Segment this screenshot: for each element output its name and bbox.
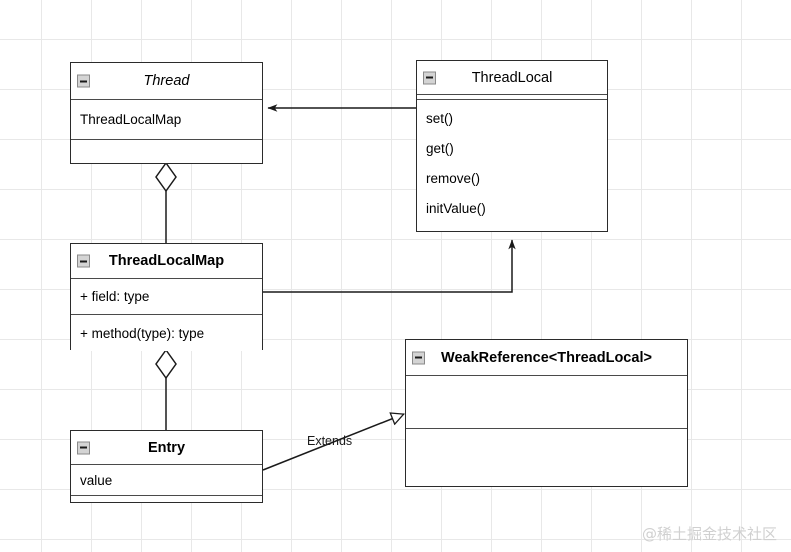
class-name-weakreference: WeakReference<ThreadLocal> [441,349,652,366]
class-operations-entry [71,495,262,501]
class-box-thread[interactable]: Thread ThreadLocalMap [70,62,263,164]
edge-threadlocalmap-to-entry [155,348,177,430]
class-attributes-entry: value [71,464,262,495]
minus-icon[interactable] [77,254,90,268]
operation-item: set() [426,110,453,126]
class-box-weakreference[interactable]: WeakReference<ThreadLocal> [405,339,688,487]
operation-item: initValue() [426,200,486,216]
class-box-threadlocal[interactable]: ThreadLocal set() get() remove() initVal… [416,60,608,232]
class-header-weakreference: WeakReference<ThreadLocal> [406,340,687,375]
minus-icon[interactable] [77,441,90,454]
watermark: @稀土掘金技术社区 [641,525,777,543]
class-name-threadlocalmap: ThreadLocalMap [108,253,225,269]
class-attributes-threadlocalmap: + field: type [71,278,262,314]
class-header-threadlocal: ThreadLocal [417,61,607,94]
minus-icon[interactable] [77,74,90,88]
operation-item: get() [426,140,454,156]
class-header-threadlocalmap: ThreadLocalMap [71,244,262,278]
class-operations-thread [71,139,262,163]
class-box-threadlocalmap[interactable]: ThreadLocalMap + field: type + method(ty… [70,243,263,351]
class-attributes-threadlocal [417,94,607,99]
attribute-item: value [80,472,113,488]
attribute-item: ThreadLocalMap [80,112,182,127]
class-attributes-weakreference [406,375,687,428]
class-name-threadlocal: ThreadLocal [471,69,553,86]
operation-item: remove() [426,170,481,186]
class-box-entry[interactable]: Entry value [70,430,263,503]
class-operations-threadlocalmap: + method(type): type [71,314,262,351]
minus-icon[interactable] [412,351,425,364]
edge-label-extends: Extends [307,434,353,448]
class-header-thread: Thread [71,63,262,99]
minus-icon[interactable] [423,71,436,84]
operation-item: + method(type): type [80,325,205,341]
class-name-entry: Entry [147,439,186,456]
class-header-entry: Entry [71,431,262,464]
class-name-thread: Thread [143,73,190,89]
class-operations-weakreference [406,428,687,485]
edge-threadlocalmap-to-threadlocal [263,239,516,293]
class-attributes-thread: ThreadLocalMap [71,99,262,139]
edge-thread-to-threadlocalmap [155,161,177,243]
attribute-item: + field: type [80,289,150,304]
class-operations-threadlocal: set() get() remove() initValue() [417,99,607,230]
